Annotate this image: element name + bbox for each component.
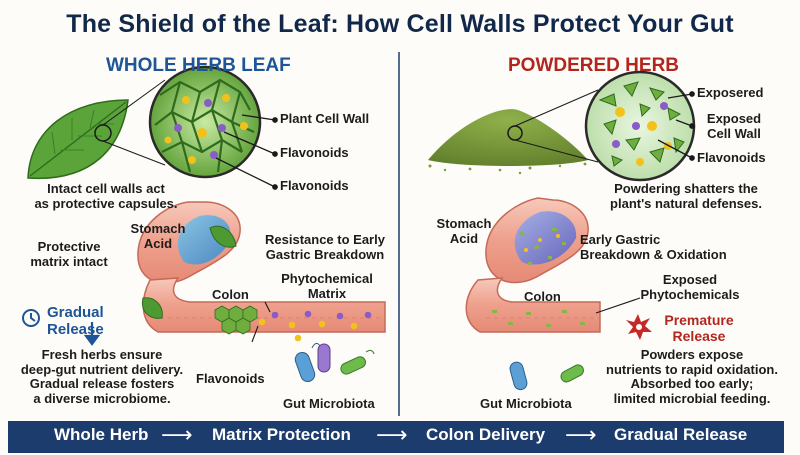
powdered-herb-heading: POWDERED HERB [508, 55, 680, 76]
cell-wall-callout: Plant Cell Wall [280, 111, 370, 126]
released-flavonoids [258, 310, 372, 342]
exposered-callout: Exposered [697, 85, 764, 100]
clock-icon [22, 309, 40, 327]
arrow-right-icon: ⟶ [376, 423, 408, 448]
leaf-fragment-icon [209, 225, 237, 248]
process-footer: Whole Herb ⟶ Matrix Protection ⟶ Colon D… [8, 421, 784, 453]
down-arrow-icon [83, 322, 101, 346]
footer-step: Gradual Release [614, 425, 748, 444]
flavonoids-callout-right: Flavonoids [697, 150, 766, 165]
footer-step: Colon Delivery [426, 425, 546, 444]
colon-label-right: Colon [524, 289, 561, 304]
footer-step: Whole Herb [54, 425, 149, 444]
colon-label: Colon [212, 287, 249, 302]
microbe-icons-sparse [509, 361, 584, 391]
powder-pile-icon [428, 109, 588, 175]
arrow-right-icon: ⟶ [565, 423, 597, 448]
flavonoids-callout: Flavonoids [280, 178, 349, 193]
leaf-fragment-icon [141, 297, 163, 319]
shattered-cell-zoom [584, 70, 696, 182]
page-title: The Shield of the Leaf: How Cell Walls P… [66, 10, 734, 38]
flavonoids-callout: Flavonoids [280, 145, 349, 160]
digestive-tract-powder [465, 197, 601, 333]
burst-icon [626, 314, 652, 340]
footer-step: Matrix Protection [212, 425, 351, 444]
intact-matrix-cells [214, 305, 258, 335]
powder-fragments [492, 228, 585, 327]
exposed-flavonoid-dots [612, 102, 672, 166]
leaf-icon [27, 99, 129, 180]
whole-herb-heading: WHOLE HERB LEAF [106, 55, 291, 76]
arrow-right-icon: ⟶ [161, 423, 193, 448]
gut-microbiota-label-right: Gut Microbiota [480, 396, 572, 411]
intact-cell-zoom [148, 65, 262, 179]
flavonoids-colon-label: Flavonoids [196, 371, 265, 386]
flavonoid-dots [164, 94, 248, 164]
oxidation-sparks [524, 234, 560, 252]
digestive-tract-whole [137, 201, 386, 333]
microbe-icons [294, 342, 375, 383]
gut-microbiota-label: Gut Microbiota [283, 396, 375, 411]
